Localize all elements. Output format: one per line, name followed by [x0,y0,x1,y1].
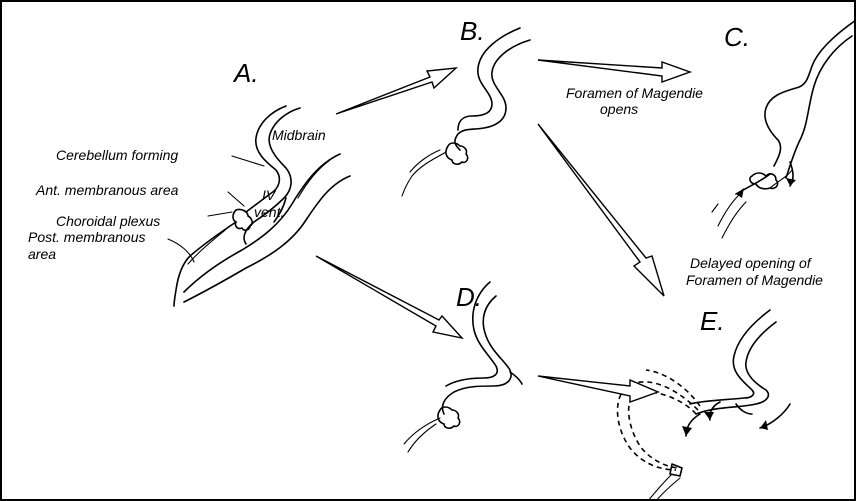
label-magendie-opens-line1: Foramen of Magendie [566,85,703,101]
flow-arrowhead-icon-e2 [760,420,768,430]
panel-label-a: A. [232,58,259,88]
panel-b-drawing [402,28,530,196]
hollow-arrow-icon-d-to-e [538,376,658,402]
label-ventricle-line2: vent. [254,204,284,220]
panel-c-drawing [712,20,856,238]
panel-label-d: D. [456,282,482,312]
hollow-arrow-icon-b-to-c [538,60,690,82]
label-delayed-opening-line2: Foramen of Magendie [686,272,823,288]
flow-arrowhead-icon-c2 [786,178,796,186]
label-magendie-opens-line2: opens [600,101,638,117]
label-post-membranous-line2: area [28,246,56,262]
label-cerebellum-forming: Cerebellum forming [56,147,178,163]
panel-e-drawing [618,310,791,501]
hollow-arrow-icon-a-to-d [316,256,462,338]
label-post-membranous-line1: Post. membranous [28,229,146,245]
label-choroidal-plexus: Choroidal plexus [56,213,160,229]
label-midbrain: Midbrain [272,127,326,143]
hollow-arrow-icon-a-to-b [336,68,456,114]
panel-label-b: B. [460,16,485,46]
hollow-arrow-icon-b-to-e [538,124,664,296]
panel-label-c: C. [724,22,750,52]
panel-label-e: E. [700,306,725,336]
label-ant-membranous-area: Ant. membranous area [35,182,179,198]
label-delayed-opening-line1: Delayed opening of [690,255,813,271]
label-ventricle-line1: IV [262,187,277,203]
flow-arrowhead-icon-e1 [682,426,692,436]
